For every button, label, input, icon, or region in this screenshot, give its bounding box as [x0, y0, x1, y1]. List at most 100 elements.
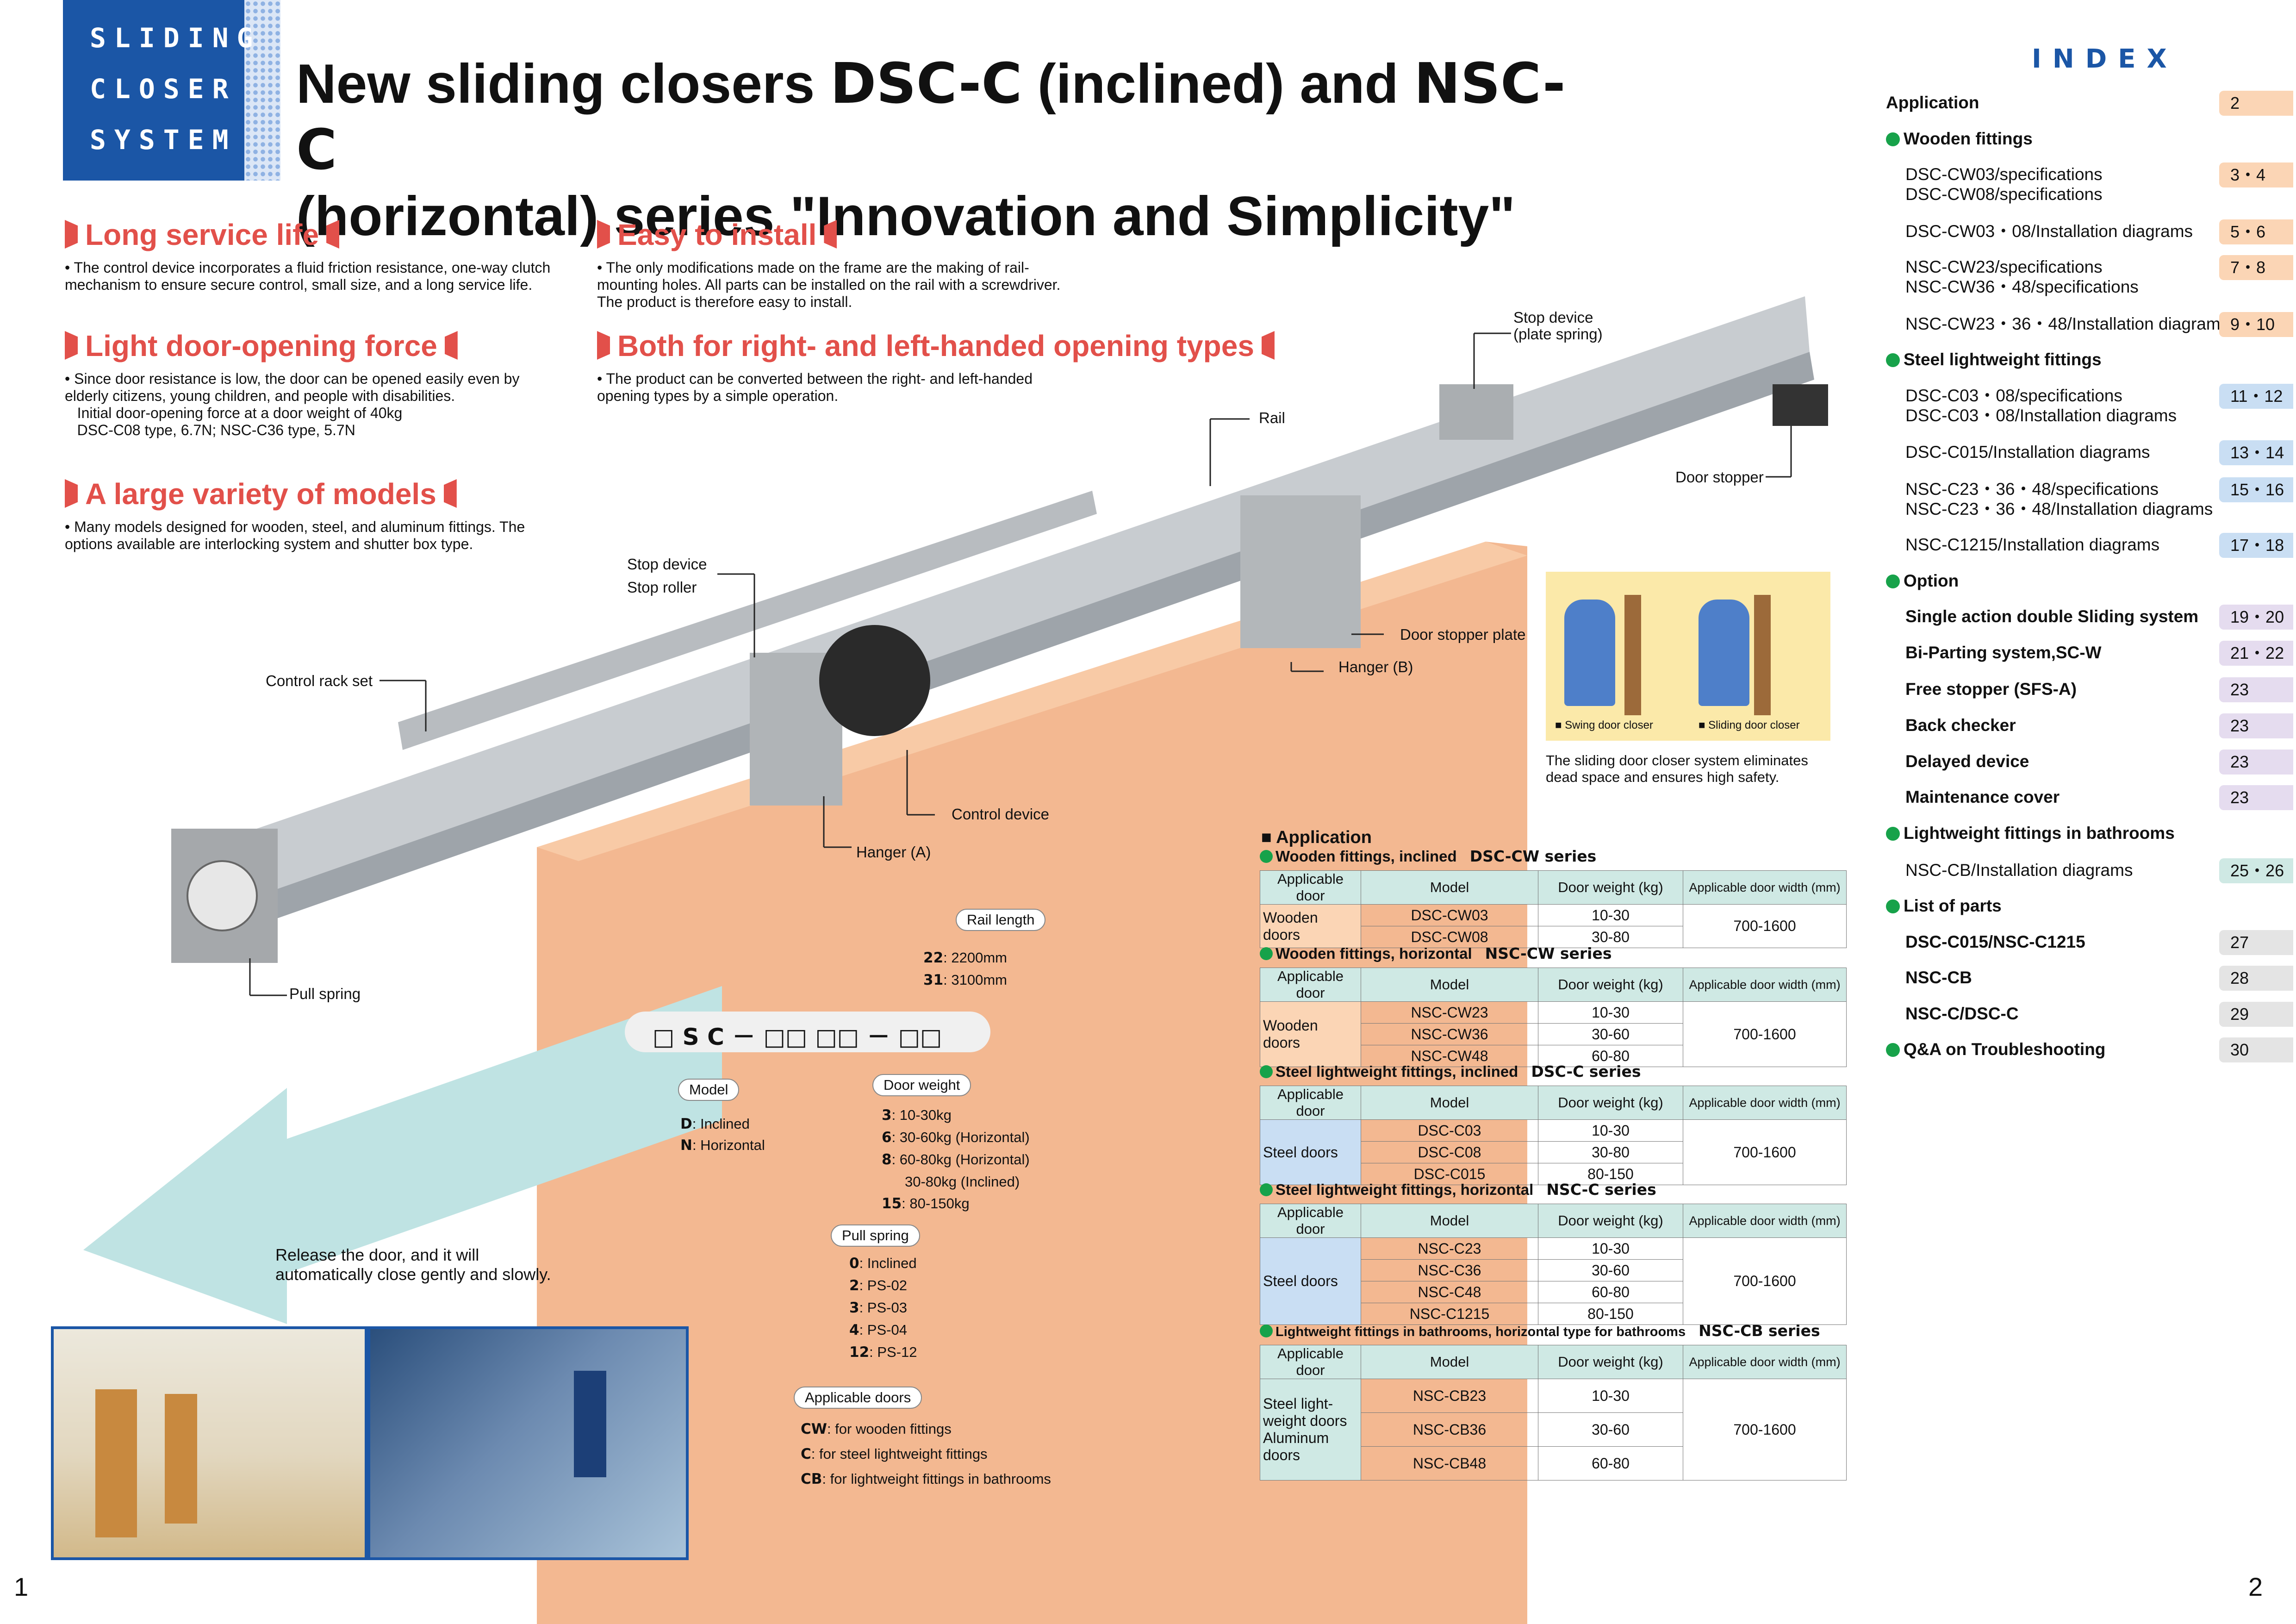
- group-series: NSC-CB series: [1699, 1322, 1820, 1340]
- column-header: Applicable door width (mm): [1683, 1345, 1847, 1379]
- index-item-text: DSC-CW03/specifications DSC-CW08/specifi…: [1905, 165, 2103, 204]
- photo-glass-doors: [370, 1329, 686, 1557]
- illustration-caption: The sliding door closer system eliminate…: [1546, 752, 1808, 785]
- index-item-label: NSC-CB: [1905, 968, 1972, 987]
- title-model-1: DSC-C: [830, 52, 1022, 116]
- weight-cell: 30-80: [1538, 1141, 1683, 1163]
- model-options: D: Inclined N: Horizontal: [680, 1113, 765, 1156]
- door-stopper: [1773, 384, 1828, 426]
- index-item-text: NSC-CW23・36・48/Installation diagrams: [1905, 314, 2229, 333]
- index-item-label: NSC-C1215/Installation diagrams: [1905, 535, 2159, 555]
- pull-spring-options: 0: Inclined 2: PS-02 3: PS-03 4: PS-04 1…: [849, 1252, 917, 1363]
- label-stop-device: Stop device: [627, 556, 707, 573]
- label-door-stopper-plate: Door stopper plate: [1400, 626, 1526, 643]
- index-page-number: 21・22: [2219, 641, 2293, 666]
- width-cell: 700-1600: [1683, 1001, 1847, 1067]
- feature-text-variety: • Many models designed for wooden, steel…: [65, 518, 525, 552]
- option-key: 4: [849, 1322, 859, 1338]
- title-part-1: New sliding closers: [296, 53, 830, 115]
- column-header: Door weight (kg): [1538, 1345, 1683, 1379]
- column-header: Applicable door width (mm): [1683, 1086, 1847, 1120]
- option: 0: Inclined: [849, 1252, 917, 1274]
- option-value: : PS-02: [859, 1277, 907, 1293]
- applicable-doors-options: CW: for wooden fittings C: for steel lig…: [801, 1417, 1051, 1492]
- logo-line-2: CLOSER: [90, 73, 237, 105]
- index-item-text: NSC-C23・36・48/specifications NSC-C23・36・…: [1905, 480, 2213, 518]
- model-cell: NSC-CB36: [1361, 1412, 1538, 1447]
- label-hanger-b: Hanger (B): [1338, 658, 1413, 675]
- column-header: Door weight (kg): [1538, 1204, 1683, 1238]
- option-value: : 30-60kg (Horizontal): [891, 1129, 1030, 1145]
- column-header: Applicable door: [1260, 1086, 1361, 1120]
- column-header: Applicable door: [1260, 1204, 1361, 1238]
- control-rack: [398, 491, 1097, 750]
- option: 3: 10-30kg: [882, 1104, 1030, 1126]
- bullet-icon: [1886, 1043, 1900, 1057]
- option-key: 31: [923, 972, 944, 988]
- index-item-label: Maintenance cover: [1905, 787, 2060, 807]
- index-item-label: Free stopper (SFS-A): [1905, 679, 2077, 699]
- door-type-cell: Steel doors: [1260, 1119, 1361, 1185]
- weight-cell: 10-30: [1538, 904, 1683, 926]
- option-value: : for wooden fittings: [827, 1421, 952, 1437]
- option-key: 6: [882, 1129, 892, 1146]
- closing-direction-arrow: [83, 986, 722, 1324]
- index-item-label: DSC-CW03/specifications DSC-CW08/specifi…: [1905, 164, 2103, 204]
- bullet-icon: [1886, 899, 1900, 913]
- model-label: Model: [678, 1079, 740, 1101]
- rail: [176, 296, 1810, 921]
- width-cell: 700-1600: [1683, 1119, 1847, 1185]
- label-hanger-a: Hanger (A): [856, 843, 931, 861]
- option-value: : PS-04: [859, 1322, 907, 1338]
- index-page-number: 2: [2219, 91, 2293, 116]
- index-title: INDEX: [2032, 44, 2178, 74]
- feature-text: Many models designed for wooden, steel, …: [65, 518, 525, 552]
- option: 2: PS-02: [849, 1274, 917, 1297]
- index-item-text: NSC-CB/Installation diagrams: [1905, 861, 2133, 880]
- product-illustration: [83, 296, 1828, 1624]
- model-cell: DSC-C08: [1361, 1141, 1538, 1163]
- column-header: Applicable door width (mm): [1683, 1204, 1847, 1238]
- door-weight-options: 3: 10-30kg 6: 30-60kg (Horizontal) 8: 60…: [882, 1104, 1030, 1215]
- rail-length-label: Rail length: [956, 909, 1046, 931]
- group-title: Lightweight fittings in bathrooms, horiz…: [1276, 1324, 1686, 1339]
- option-value: : for steel lightweight fittings: [811, 1446, 988, 1462]
- index-page-number: 29: [2219, 1002, 2293, 1027]
- door-type-cell: Steel doors: [1260, 1237, 1361, 1325]
- option: 3: PS-03: [849, 1297, 917, 1319]
- option-value: : Inclined: [692, 1116, 750, 1132]
- applicable-doors-label: Applicable doors: [794, 1387, 922, 1409]
- figure-person-1: [1564, 600, 1615, 706]
- index-item-label: Option: [1886, 571, 1959, 591]
- rail-length-options: 22: 2200mm 31: 3100mm: [923, 947, 1007, 991]
- bullet-icon: [1886, 575, 1900, 588]
- option: 8: 60-80kg (Horizontal): [882, 1149, 1030, 1171]
- option: 30-80kg (Inclined): [882, 1171, 1030, 1193]
- option-key: 12: [849, 1344, 870, 1361]
- model-cell: NSC-CB48: [1361, 1446, 1538, 1480]
- figure-person-2: [1699, 600, 1749, 706]
- weight-cell: 30-60: [1538, 1259, 1683, 1281]
- column-header: Model: [1361, 870, 1538, 905]
- label-door-stopper: Door stopper: [1675, 468, 1764, 486]
- index-item-label: Single action double Sliding system: [1905, 606, 2198, 626]
- index-item-label: NSC-CW23・36・48/Installation diagrams: [1905, 314, 2229, 334]
- column-header: Applicable door: [1260, 968, 1361, 1002]
- index-item-label: Wooden fittings: [1886, 129, 2033, 149]
- label-swing-door: ■ Swing door closer: [1555, 719, 1653, 731]
- weight-cell: 80-150: [1538, 1303, 1683, 1325]
- label-stop-device-plate: Stop device (plate spring): [1513, 309, 1603, 343]
- column-header: Applicable door: [1260, 1345, 1361, 1379]
- title-part-2: (inclined) and: [1022, 53, 1414, 115]
- group-series: DSC-C series: [1531, 1062, 1641, 1081]
- column-header: Model: [1361, 968, 1538, 1002]
- column-header: Door weight (kg): [1538, 870, 1683, 905]
- model-code: □ S C － □□ □□ － □□: [653, 1024, 942, 1050]
- model-cell: NSC-CW36: [1361, 1023, 1538, 1045]
